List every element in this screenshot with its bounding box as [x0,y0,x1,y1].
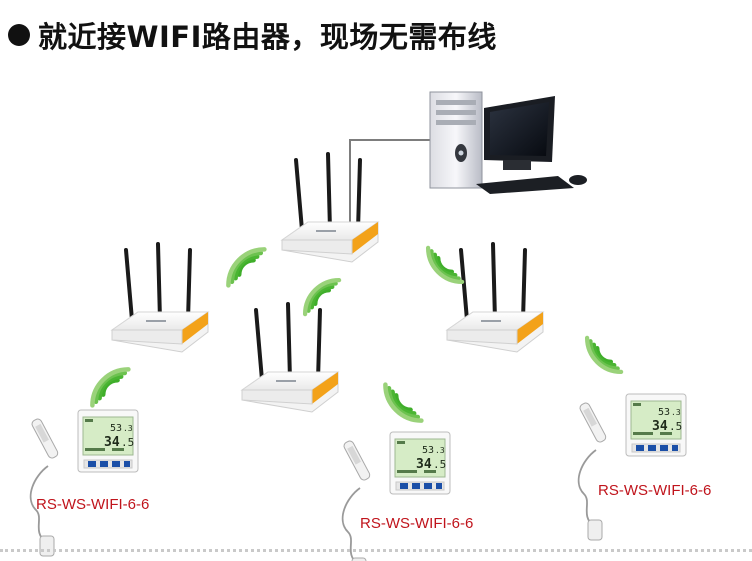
device-label-left: RS-WS-WIFI-6-6 [36,496,150,513]
router-right [445,242,545,354]
lcd-humidity: 53 [658,407,670,418]
lcd-temperature-decimal: .5 [121,436,134,449]
divider [0,549,752,552]
wifi-signal-icon [587,338,621,372]
lcd-humidity-decimal: .3 [671,408,681,417]
lcd-temperature: 34 [104,435,120,450]
lcd-humidity-decimal: .3 [435,446,445,455]
lcd-temperature-decimal: .5 [433,458,446,471]
title-text: 就近接WIFI路由器，现场无需布线 [38,20,497,54]
router-top [280,152,380,264]
device-label-center: RS-WS-WIFI-6-6 [360,515,474,532]
wifi-signal-icon [305,280,339,314]
lcd-temperature-decimal: .5 [669,420,682,433]
wifi-signal-icon [228,249,264,285]
lcd-humidity: 53 [110,423,122,434]
lcd-humidity: 53 [422,445,434,456]
computer-icon [282,91,587,243]
wifi-signal-icon [385,385,421,421]
lcd-temperature: 34 [416,457,432,472]
bullet-icon [8,24,30,46]
router-center [240,302,340,414]
router-left [110,242,210,354]
lcd-temperature: 34 [652,419,668,434]
lcd-humidity-decimal: .3 [123,424,133,433]
page-title: 就近接WIFI路由器，现场无需布线 [8,10,497,60]
wifi-signal-icon [92,369,128,405]
device-label-right: RS-WS-WIFI-6-6 [598,482,712,499]
wifi-signal-icon [428,248,462,282]
